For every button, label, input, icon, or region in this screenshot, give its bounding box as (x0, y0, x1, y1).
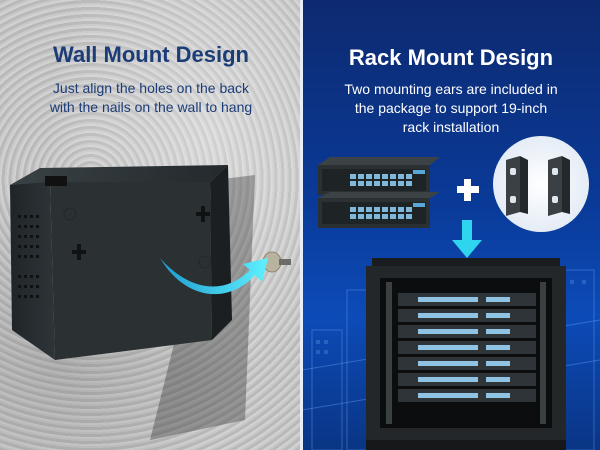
rack-mount-subtitle: Two mounting ears are included in the pa… (302, 80, 600, 137)
rack-switch-units (398, 293, 536, 402)
wall-mounted-switch-image (10, 165, 255, 440)
rack-cabinet-image (366, 258, 566, 450)
rack-subtitle-line: the package to support 19-inch (354, 100, 548, 116)
wall-subtitle-line: Just align the holes on the back (52, 80, 250, 96)
mounting-ears-image (493, 136, 589, 232)
curved-arrow-icon (160, 258, 268, 295)
wall-subtitle-line: with the nails on the wall to hang (49, 99, 253, 115)
wall-mount-title: Wall Mount Design (53, 42, 249, 67)
down-arrow-icon (452, 220, 482, 258)
rack-mount-title: Rack Mount Design (348, 45, 554, 70)
wall-nail-image (262, 251, 291, 273)
wall-mount-subtitle: Just align the holes on the back with th… (0, 79, 302, 117)
panel-divider (300, 0, 303, 450)
rack-subtitle-line: Two mounting ears are included in (344, 81, 558, 97)
rack-subtitle-line: rack installation (402, 119, 500, 135)
stacked-switches-image (318, 157, 440, 228)
plus-icon (457, 179, 479, 201)
